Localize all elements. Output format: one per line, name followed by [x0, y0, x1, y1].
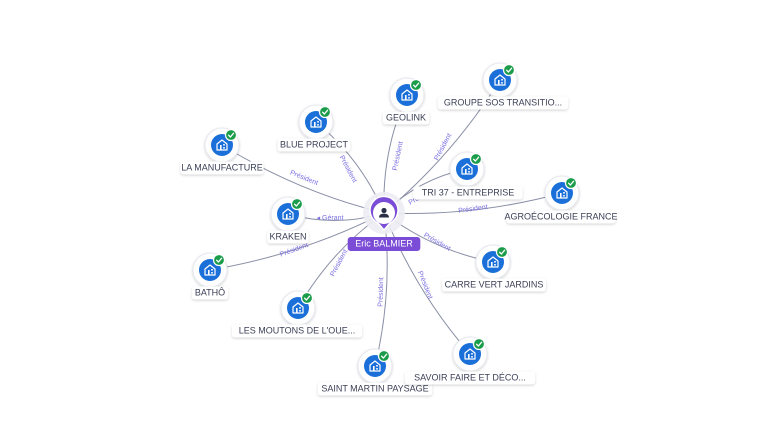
edge-role-label: Président: [338, 154, 358, 183]
check-icon: [469, 152, 483, 166]
company-node-label: LES MOUTONS DE L'OUE...: [231, 324, 363, 338]
edge-role-label: Président: [392, 141, 405, 171]
person-icon: [379, 207, 389, 218]
company-node[interactable]: [192, 252, 228, 288]
check-icon: [212, 253, 226, 267]
company-icon: [464, 348, 476, 360]
check-icon: [300, 291, 314, 305]
check-icon: [224, 128, 238, 142]
company-node-label: GROUPE SOS TRANSITIO...: [437, 96, 569, 110]
company-name: GEOLINK: [386, 112, 426, 122]
company-node[interactable]: [280, 290, 316, 326]
person-node[interactable]: [363, 192, 405, 234]
company-icon: [461, 163, 473, 175]
edge-role-label: Président: [422, 232, 451, 253]
company-node[interactable]: [204, 127, 240, 163]
relation-edge: [383, 192, 563, 215]
edge-role-label: Président: [279, 242, 309, 259]
relation-edge: [209, 212, 385, 271]
company-node-label: LA MANUFACTURE: [180, 161, 264, 175]
check-icon: [564, 176, 578, 190]
check-icon: [377, 349, 391, 363]
company-icon: [282, 208, 294, 220]
edge-role-label: Président: [289, 170, 319, 188]
company-node-label: CARRE VERT JARDINS: [442, 278, 546, 292]
check-icon: [472, 337, 486, 351]
company-node-label: SAINT MARTIN PAYSAGE: [317, 382, 433, 396]
company-icon: [401, 89, 413, 101]
company-icon: [292, 302, 304, 314]
check-icon: [318, 105, 332, 119]
company-name: BATHÔ: [195, 287, 225, 297]
company-icon: [310, 116, 322, 128]
company-name: SAVOIR FAIRE ET DÉCO...: [414, 372, 526, 382]
company-node[interactable]: [452, 336, 488, 372]
company-icon: [487, 256, 499, 268]
company-node[interactable]: [357, 348, 393, 384]
edge-role-label: ◂ Gérant: [317, 215, 344, 222]
check-icon: [495, 245, 509, 259]
company-node[interactable]: [270, 196, 306, 232]
company-node-label: BATHÔ: [191, 286, 229, 300]
check-icon: [502, 63, 516, 77]
nodes-layer: LA MANUFACTURE BLUE PROJECT GEOLINK GROUPE …: [180, 62, 618, 396]
company-name: LES MOUTONS DE L'OUE...: [239, 325, 356, 335]
company-node-label: SAVOIR FAIRE ET DÉCO...: [404, 371, 536, 385]
company-node-label: GEOLINK: [382, 111, 430, 125]
edge-role-label: Président: [416, 270, 434, 300]
edge-role-label: Président: [329, 248, 349, 277]
company-node[interactable]: [482, 62, 518, 98]
company-icon: [556, 187, 568, 199]
company-node[interactable]: [298, 104, 334, 140]
company-name: BLUE PROJECT: [280, 139, 349, 149]
company-name: SAINT MARTIN PAYSAGE: [321, 383, 428, 393]
company-name: CARRE VERT JARDINS: [445, 279, 544, 289]
company-icon: [369, 360, 381, 372]
company-icon: [204, 264, 216, 276]
company-node[interactable]: [389, 77, 425, 113]
company-name: GROUPE SOS TRANSITIO...: [444, 97, 562, 107]
company-node-label: AGROÉCOLOGIE FRANCE: [504, 210, 618, 224]
company-icon: [494, 74, 506, 86]
check-icon: [290, 197, 304, 211]
edge-role-label: Président: [377, 277, 385, 307]
company-node[interactable]: [475, 244, 511, 280]
company-name: LA MANUFACTURE: [181, 162, 263, 172]
relation-edge: [221, 144, 385, 214]
company-node-label: TRI 37 - ENTREPRISE: [413, 186, 523, 200]
company-node[interactable]: [449, 151, 485, 187]
company-node-label: KRAKEN: [267, 230, 309, 244]
company-name: TRI 37 - ENTREPRISE: [422, 187, 515, 197]
person-name-label: Eric BALMIER: [347, 237, 421, 251]
company-icon: [216, 139, 228, 151]
company-node-label: BLUE PROJECT: [277, 138, 351, 152]
company-name: KRAKEN: [269, 231, 306, 241]
person-name: Eric BALMIER: [355, 238, 413, 248]
edge-role-label: Président: [458, 204, 488, 215]
check-icon: [409, 78, 423, 92]
company-name: AGROÉCOLOGIE FRANCE: [504, 211, 617, 221]
company-node[interactable]: [544, 175, 580, 211]
